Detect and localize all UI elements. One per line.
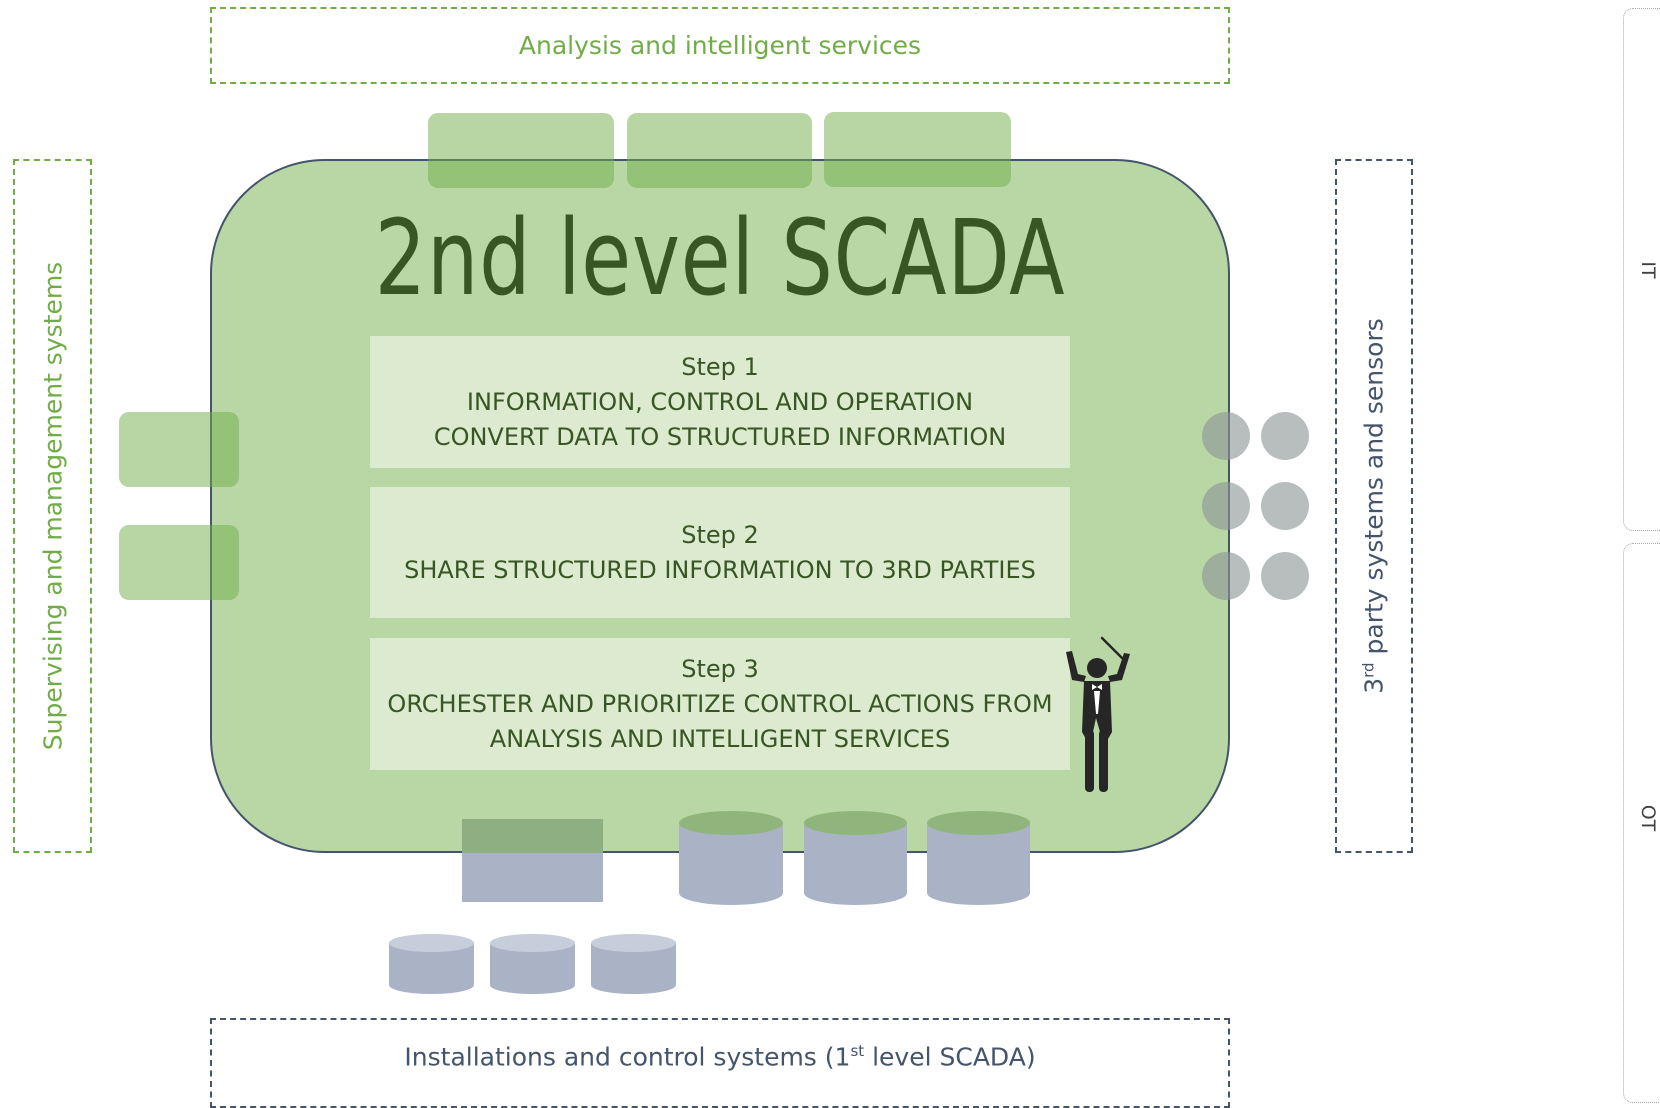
step-1-heading: Step 1 (681, 352, 759, 381)
conductor-icon (1066, 636, 1130, 792)
step-1-box: Step 1 INFORMATION, CONTROL AND OPERATIO… (370, 336, 1070, 468)
third-party-systems-box: 3rd party systems and sensors (1335, 159, 1413, 853)
step-2-box: Step 2 SHARE STRUCTURED INFORMATION TO 3… (370, 487, 1070, 618)
top-connector-tab-1 (428, 113, 614, 188)
top-connector-tab-3 (824, 112, 1011, 187)
sensor-node-2 (1261, 412, 1309, 460)
third-party-sup: rd (1359, 662, 1378, 678)
database-icon (679, 811, 783, 905)
step-2-line-1: SHARE STRUCTURED INFORMATION TO 3RD PART… (404, 555, 1036, 584)
sensor-node-6 (1261, 552, 1309, 600)
step-2-heading: Step 2 (681, 520, 759, 549)
installations-box: Installations and control systems (1st l… (210, 1018, 1230, 1108)
step-1-line-2: CONVERT DATA TO STRUCTURED INFORMATION (433, 422, 1007, 451)
third-party-systems-label: 3rd party systems and sensors (1359, 318, 1388, 694)
step-3-line-1: ORCHESTER AND PRIORITIZE CONTROL ACTIONS… (387, 689, 1053, 718)
analysis-services-box: Analysis and intelligent services (210, 7, 1230, 84)
database-icon (927, 811, 1030, 905)
scada-title: 2nd level SCADA (374, 197, 1066, 319)
ot-label: OT (1637, 804, 1659, 832)
it-label: IT (1637, 261, 1659, 279)
third-party-prefix: 3 (1359, 677, 1389, 694)
analysis-services-label: Analysis and intelligent services (518, 31, 922, 60)
it-bracket (1623, 8, 1660, 531)
sensor-node-3 (1202, 482, 1250, 530)
installations-label: Installations and control systems (1st l… (404, 1042, 1035, 1071)
database-icon (591, 934, 676, 994)
step-3-box: Step 3 ORCHESTER AND PRIORITIZE CONTROL … (370, 638, 1070, 770)
top-connector-tab-2 (627, 113, 812, 188)
step-1-line-1: INFORMATION, CONTROL AND OPERATION (466, 387, 974, 416)
step-3-heading: Step 3 (681, 654, 759, 683)
step-3-line-2: ANALYSIS AND INTELLIGENT SERVICES (489, 724, 951, 753)
supervising-systems-label: Supervising and management systems (38, 261, 67, 751)
third-party-suffix: party systems and sensors (1359, 318, 1389, 663)
installations-sup: st (850, 1042, 865, 1060)
installations-prefix: Installations and control systems (1 (404, 1042, 851, 1072)
sensor-node-1 (1202, 412, 1250, 460)
sensor-node-5 (1202, 552, 1250, 600)
left-connector-tab-2 (119, 525, 239, 600)
left-connector-tab-1 (119, 412, 239, 487)
database-icon (389, 934, 474, 994)
server-overlap (462, 819, 603, 853)
sensor-node-4 (1261, 482, 1309, 530)
installations-suffix: level SCADA) (864, 1042, 1036, 1072)
supervising-systems-box: Supervising and management systems (13, 159, 92, 853)
database-icon (490, 934, 575, 994)
database-icon (804, 811, 907, 905)
